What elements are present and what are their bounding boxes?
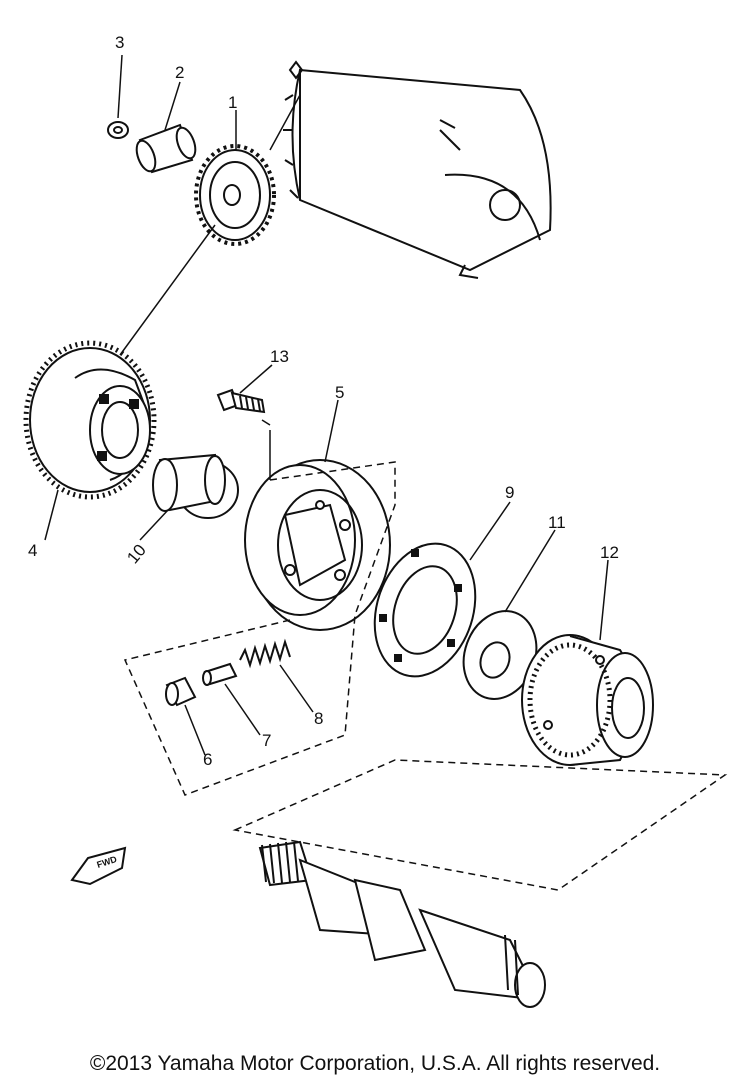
copyright-notice: ©2013 Yamaha Motor Corporation, U.S.A. A… [89, 1052, 661, 1075]
arrow-icon [70, 846, 127, 886]
callout-2: 2 [175, 63, 184, 82]
callout-10: 10 [123, 541, 150, 568]
part-5-starter-clutch [244, 459, 391, 631]
main-shaft [258, 840, 546, 1008]
part-7-plunger [202, 662, 238, 686]
callout-11: 11 [548, 513, 566, 532]
part-11-washer [462, 610, 538, 700]
callout-1: 1 [228, 93, 237, 112]
part-4-wheel-gear [23, 340, 157, 500]
exploded-parts-diagram: FWD 3 2 1 13 5 9 11 12 4 10 6 7 8 [23, 33, 728, 1008]
part-13-bolt [216, 388, 266, 414]
part-3-washer [107, 121, 129, 139]
part-9-plate [373, 542, 477, 678]
callouts: 3 2 1 13 5 9 11 12 4 10 6 7 8 [28, 33, 619, 769]
part-2-shaft [135, 123, 197, 174]
leader-lines [44, 54, 609, 756]
part-1-idler-gear [194, 144, 276, 246]
callout-13: 13 [270, 347, 289, 366]
callout-3: 3 [115, 33, 124, 52]
callout-7: 7 [262, 731, 271, 750]
callout-12: 12 [600, 543, 619, 562]
callout-9: 9 [505, 483, 514, 502]
callout-8: 8 [314, 709, 323, 728]
callout-5: 5 [335, 383, 344, 402]
callout-6: 6 [203, 750, 212, 769]
fwd-marker: FWD [70, 846, 127, 886]
part-8-spring [239, 638, 291, 669]
part-6-roller [165, 676, 197, 707]
callout-4: 4 [28, 541, 37, 560]
part-10-sleeve [152, 453, 239, 519]
starter-motor [283, 60, 552, 279]
shaft-outline [232, 759, 728, 891]
part-12-clutch-hub [521, 634, 654, 766]
assembly-outline-5 [123, 461, 396, 796]
